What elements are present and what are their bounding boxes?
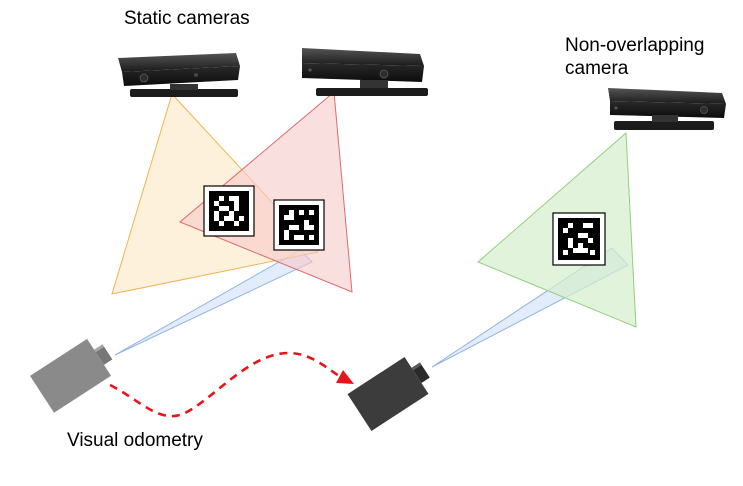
static-camera-left xyxy=(118,53,240,97)
marker-1 xyxy=(203,185,255,237)
static-cameras-label: Static cameras xyxy=(124,8,250,29)
visual-odometry-label: Visual odometry xyxy=(67,430,203,451)
non-overlapping-camera xyxy=(608,88,726,130)
trajectory-arrowhead xyxy=(336,370,354,384)
visual-odometry-trajectory xyxy=(109,351,347,418)
moving-camera-end xyxy=(347,357,430,431)
static-camera-right xyxy=(302,48,428,96)
marker-3 xyxy=(552,212,606,266)
marker-2 xyxy=(273,199,325,251)
non-overlapping-label-line2: camera xyxy=(565,58,629,79)
moving-camera-start xyxy=(30,338,113,413)
non-overlapping-camera-label: Non-overlapping camera xyxy=(565,34,704,80)
non-overlapping-label-line1: Non-overlapping xyxy=(565,35,705,56)
